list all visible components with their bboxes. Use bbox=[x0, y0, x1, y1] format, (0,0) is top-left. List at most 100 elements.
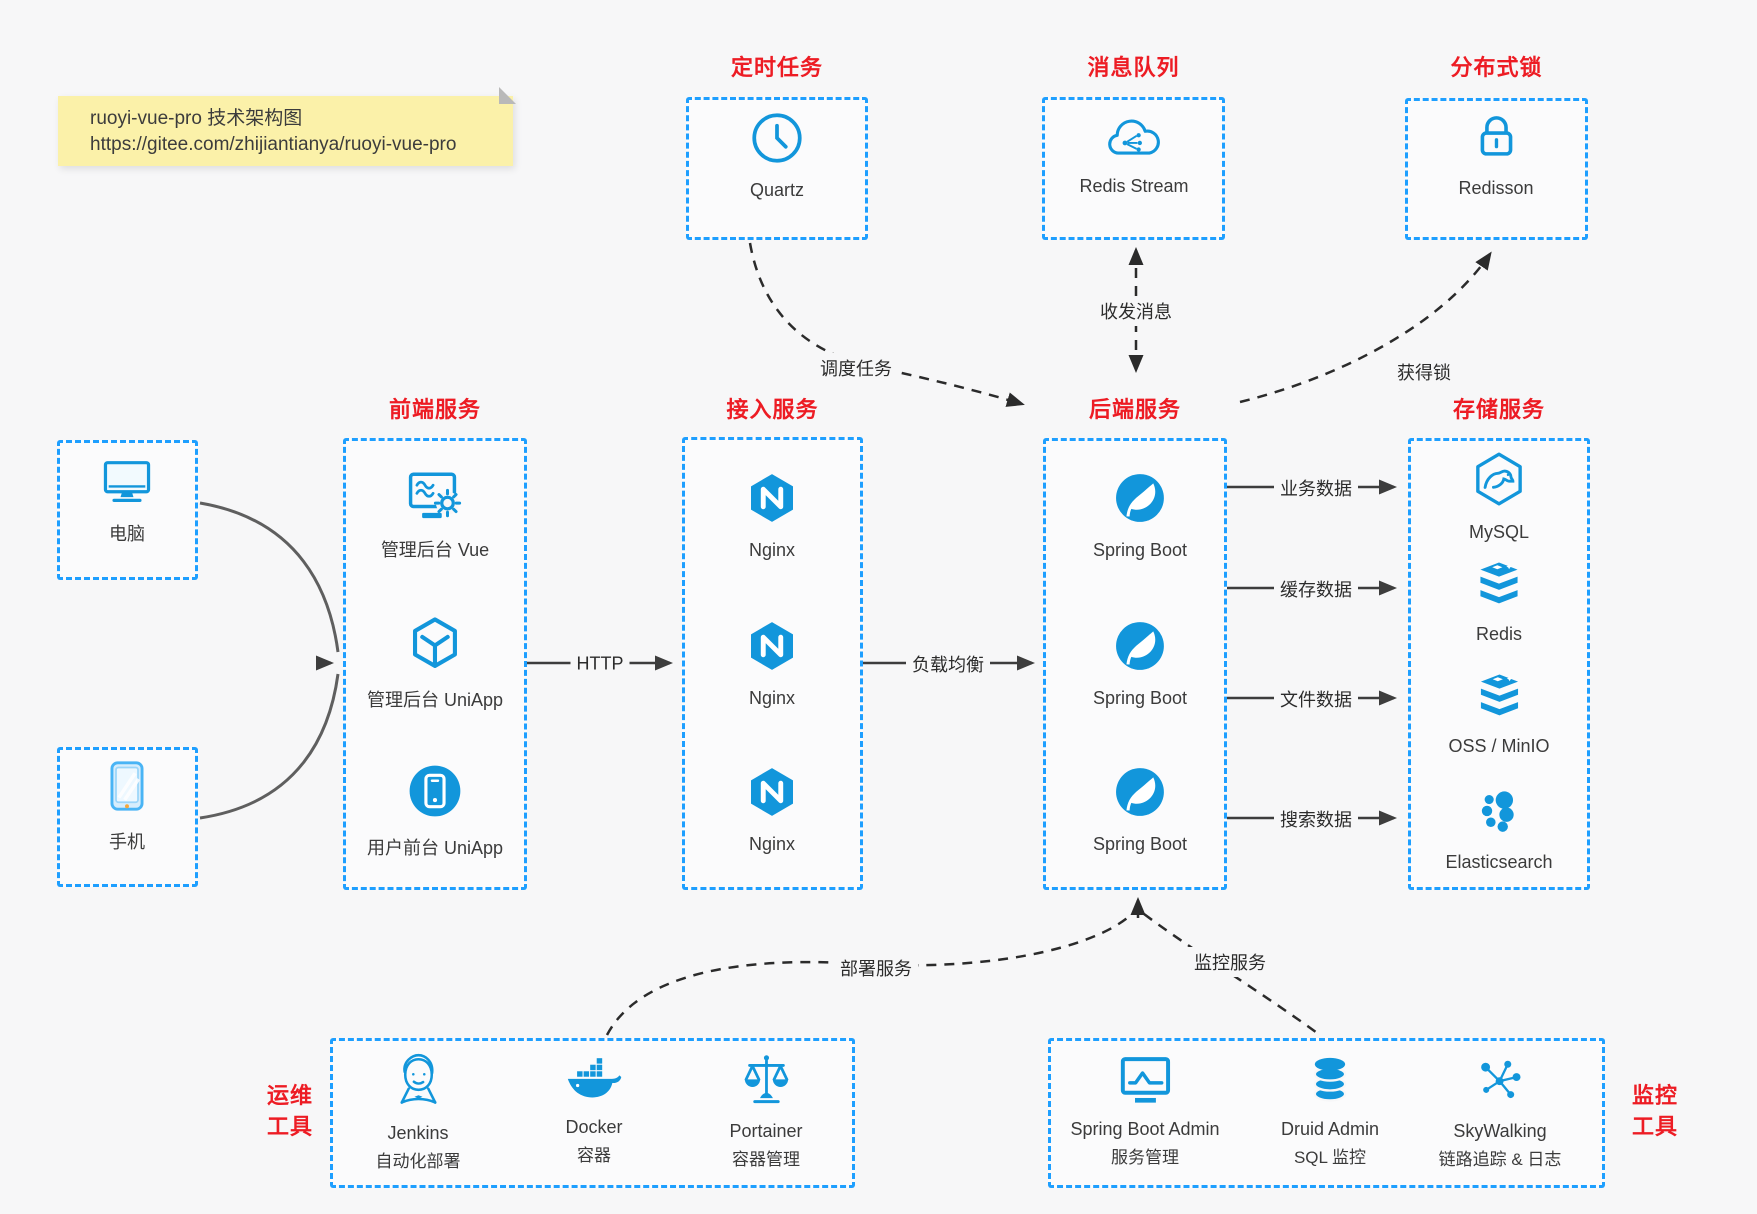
node-label: Redisson bbox=[1458, 178, 1534, 198]
node-druid-admin: Druid Admin SQL 监控 bbox=[1281, 1054, 1379, 1168]
node-user-uniapp: 用户前台 UniApp bbox=[367, 762, 503, 860]
node-redis-stream: Redis Stream bbox=[1079, 112, 1189, 197]
uniapp-cube-icon bbox=[406, 614, 464, 672]
monitoring-side-title-line1: 监控 bbox=[1631, 1083, 1679, 1108]
edge-label-search-data: 搜索数据 bbox=[1274, 804, 1358, 834]
node-label: Jenkins bbox=[387, 1123, 449, 1143]
edge-label-send-receive-message: 收发消息 bbox=[1094, 296, 1178, 326]
node-label: Spring Boot bbox=[1092, 688, 1188, 708]
node-label: 手机 bbox=[109, 832, 145, 852]
node-admin-vue: 管理后台 Vue bbox=[381, 468, 489, 562]
distributed-lock-box bbox=[1405, 98, 1588, 240]
node-redis: Redis bbox=[1472, 560, 1526, 645]
mobile-box bbox=[57, 747, 198, 887]
edge-mobile-to-frontend bbox=[199, 673, 340, 820]
nginx-icon bbox=[744, 764, 800, 820]
backend-title: 后端服务 bbox=[1088, 397, 1181, 422]
user-app-phone-icon bbox=[406, 762, 464, 820]
node-label: MySQL bbox=[1468, 522, 1530, 542]
node-desc: 服务管理 bbox=[1111, 1148, 1179, 1167]
edge-label-monitor-service: 监控服务 bbox=[1188, 947, 1272, 977]
scheduled-job-title: 定时任务 bbox=[730, 55, 823, 80]
node-label: 用户前台 UniApp bbox=[366, 838, 504, 858]
node-springboot-1: Spring Boot bbox=[1093, 470, 1187, 561]
node-springboot-2: Spring Boot bbox=[1093, 618, 1187, 709]
spring-icon bbox=[1112, 764, 1168, 820]
node-label: Spring Boot bbox=[1092, 540, 1188, 560]
edge-label-schedule-task: 调度任务 bbox=[814, 353, 898, 383]
redis-stack-icon bbox=[1472, 672, 1526, 722]
node-springboot-3: Spring Boot bbox=[1093, 764, 1187, 855]
edge-label-http: HTTP bbox=[570, 651, 630, 677]
node-label: 管理后台 UniApp bbox=[366, 690, 504, 710]
edge-label-acquire-lock: 获得锁 bbox=[1391, 357, 1457, 387]
node-desc: 链路追踪 & 日志 bbox=[1438, 1150, 1562, 1169]
edge-label-cache-data: 缓存数据 bbox=[1274, 574, 1358, 604]
node-docker: Docker 容器 bbox=[563, 1056, 625, 1166]
node-label: SkyWalking bbox=[1453, 1121, 1547, 1141]
mysql-icon bbox=[1470, 450, 1528, 508]
note-title: ruoyi-vue-pro 技术架构图 bbox=[90, 108, 303, 129]
edge-label-file-data: 文件数据 bbox=[1274, 684, 1358, 714]
note-url: https://gitee.com/zhijiantianya/ruoyi-vu… bbox=[90, 134, 457, 155]
node-mysql: MySQL bbox=[1469, 450, 1529, 543]
node-nginx-1: Nginx bbox=[744, 470, 800, 561]
devops-box bbox=[330, 1038, 855, 1188]
node-quartz: Quartz bbox=[749, 110, 805, 201]
devops-side-title-line2: 工具 bbox=[266, 1114, 314, 1139]
scheduled-job-box bbox=[686, 97, 868, 240]
skywalking-nodes-icon bbox=[1472, 1052, 1528, 1108]
jenkins-icon bbox=[390, 1050, 446, 1110]
node-skywalking: SkyWalking 链路追踪 & 日志 bbox=[1438, 1052, 1562, 1170]
node-label: Nginx bbox=[748, 540, 796, 560]
edge-label-load-balance: 负载均衡 bbox=[906, 649, 990, 679]
elasticsearch-icon bbox=[1473, 786, 1525, 838]
gateway-title: 接入服务 bbox=[726, 397, 819, 422]
desktop-icon bbox=[99, 456, 155, 506]
edge-computer-to-frontend bbox=[199, 501, 340, 653]
node-desc: 自动化部署 bbox=[375, 1152, 461, 1171]
cloud-share-icon bbox=[1103, 112, 1165, 162]
admin-dashboard-icon bbox=[405, 468, 465, 522]
message-queue-title: 消息队列 bbox=[1087, 55, 1180, 80]
nginx-icon bbox=[744, 618, 800, 674]
monitor-chart-icon bbox=[1116, 1054, 1174, 1106]
phone-icon bbox=[105, 758, 149, 814]
node-elasticsearch: Elasticsearch bbox=[1445, 786, 1553, 873]
nginx-icon bbox=[744, 470, 800, 526]
edge-label-business-data: 业务数据 bbox=[1274, 473, 1358, 503]
node-mobile: 手机 bbox=[105, 758, 149, 854]
node-label: Quartz bbox=[749, 180, 805, 200]
lock-icon bbox=[1469, 110, 1523, 164]
node-label: Docker bbox=[565, 1117, 623, 1137]
devops-side-title: 运维 工具 bbox=[267, 1080, 313, 1142]
note-fold-corner-icon bbox=[499, 87, 516, 104]
node-desc: 容器 bbox=[577, 1146, 611, 1165]
monitoring-side-title: 监控 工具 bbox=[1632, 1080, 1678, 1142]
node-spring-boot-admin: Spring Boot Admin 服务管理 bbox=[1070, 1054, 1220, 1168]
spring-icon bbox=[1112, 470, 1168, 526]
node-label: 电脑 bbox=[109, 524, 145, 544]
distributed-lock-title: 分布式锁 bbox=[1450, 55, 1543, 80]
node-redisson: Redisson bbox=[1458, 110, 1534, 199]
clock-icon bbox=[749, 110, 805, 166]
node-desc: SQL 监控 bbox=[1293, 1148, 1367, 1167]
database-icon bbox=[1302, 1054, 1358, 1106]
node-label: Nginx bbox=[748, 834, 796, 854]
node-label: Portainer bbox=[729, 1121, 803, 1141]
storage-title: 存储服务 bbox=[1452, 397, 1545, 422]
edge-label-deploy-service: 部署服务 bbox=[834, 953, 918, 983]
sticky-note: ruoyi-vue-pro 技术架构图 https://gitee.com/zh… bbox=[58, 87, 516, 166]
node-nginx-3: Nginx bbox=[744, 764, 800, 855]
node-label: Redis Stream bbox=[1079, 176, 1189, 196]
docker-icon bbox=[563, 1056, 625, 1104]
node-jenkins: Jenkins 自动化部署 bbox=[376, 1050, 461, 1172]
node-label: Druid Admin bbox=[1280, 1119, 1380, 1139]
node-label: Spring Boot Admin bbox=[1070, 1119, 1220, 1139]
node-admin-uniapp: 管理后台 UniApp bbox=[367, 614, 503, 712]
node-nginx-2: Nginx bbox=[744, 618, 800, 709]
node-label: Nginx bbox=[748, 688, 796, 708]
node-desc: 容器管理 bbox=[731, 1150, 800, 1169]
node-label: Redis bbox=[1475, 624, 1523, 644]
